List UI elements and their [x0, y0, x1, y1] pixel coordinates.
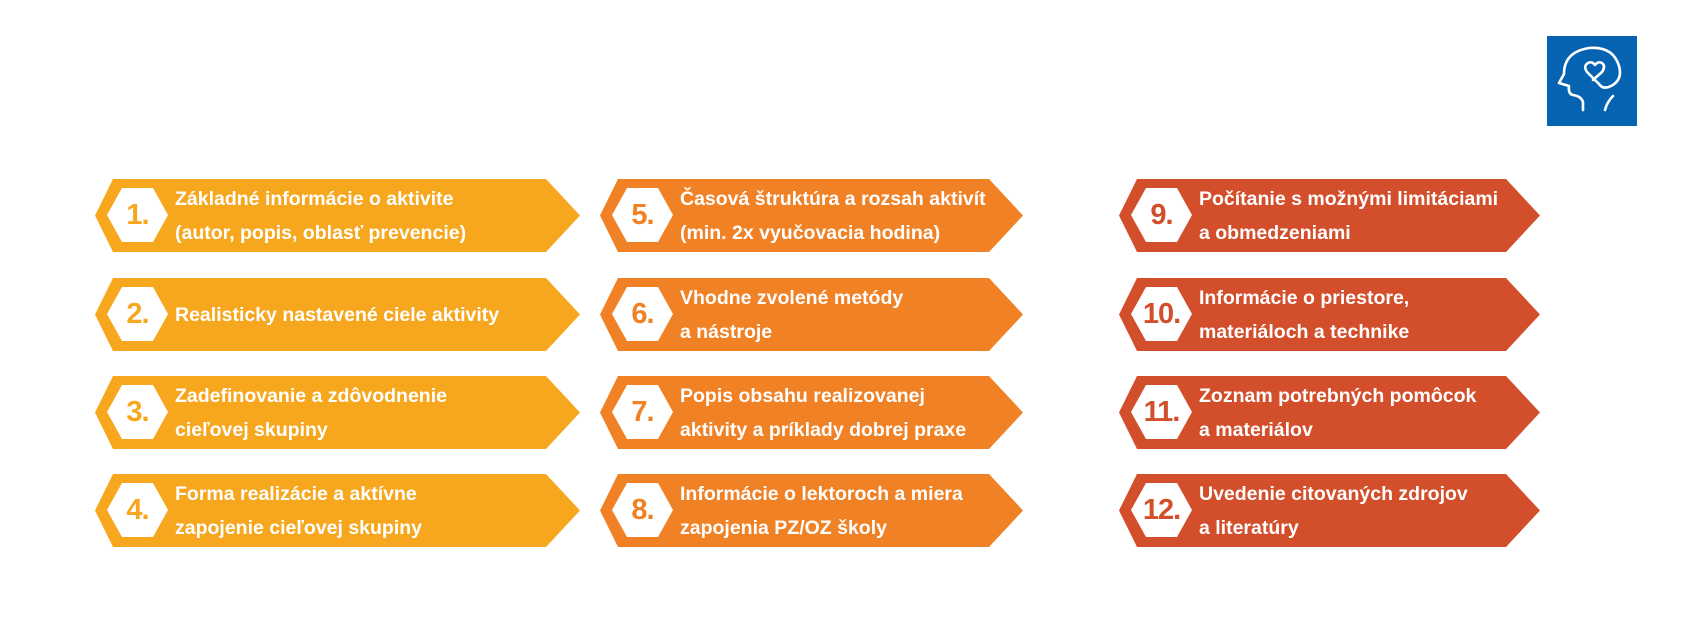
item-text-line: Zadefinovanie a zdôvodnenie	[175, 384, 447, 407]
item-text-line: a obmedzeniami	[1199, 221, 1351, 244]
arrow-banner-shape	[600, 376, 1023, 449]
hexagon-badge	[1131, 483, 1192, 537]
item-text: Uvedenie citovaných zdrojov a literatúry	[1199, 474, 1468, 547]
item-text-line: zapojenie cieľovej skupiny	[175, 516, 423, 539]
head-with-heart-icon	[1547, 36, 1637, 126]
item-number: 8.	[631, 493, 654, 526]
checklist-item: 4. Forma realizácie a aktívne zapojenie c…	[95, 474, 580, 547]
hexagon-badge	[1131, 188, 1192, 242]
item-text: Časová štruktúra a rozsah aktivít (min. 2…	[680, 179, 986, 252]
item-text-line: a nástroje	[680, 320, 773, 343]
item-text-line: Popis obsahu realizovanej	[680, 384, 925, 407]
checklist-item: 6. Vhodne zvolené metódy a nástroje	[600, 278, 1023, 351]
hexagon-badge	[107, 188, 168, 242]
checklist-item: 3. Zadefinovanie a zdôvodnenie cieľovej s…	[95, 376, 580, 449]
item-text-line: Zoznam potrebných pomôcok	[1199, 384, 1477, 407]
hexagon-badge	[612, 287, 673, 341]
item-number: 5.	[631, 198, 654, 231]
item-text-line: Forma realizácie a aktívne	[175, 482, 417, 505]
checklist-item: 10. Informácie o priestore, materiáloch a…	[1119, 278, 1540, 351]
checklist-item: 2. Realisticky nastavené ciele aktivity	[95, 278, 580, 351]
item-text-line: aktivity a príklady dobrej praxe	[680, 418, 967, 441]
item-text-line: Informácie o lektoroch a miera	[680, 482, 963, 505]
arrow-banner-shape	[1119, 474, 1540, 547]
hexagon-badge	[612, 483, 673, 537]
item-number: 9.	[1150, 198, 1173, 231]
item-text: Popis obsahu realizovanej aktivity a prík…	[680, 376, 966, 449]
item-text-line: Informácie o priestore,	[1199, 286, 1410, 309]
item-text: Zoznam potrebných pomôcok a materiálov	[1199, 376, 1476, 449]
item-text: Informácie o priestore, materiáloch a tec…	[1199, 278, 1409, 351]
item-text: Vhodne zvolené metódy a nástroje	[680, 278, 903, 351]
item-text-line: Časová štruktúra a rozsah aktivít	[680, 187, 986, 210]
item-text-line: materiáloch a technike	[1199, 320, 1410, 343]
hexagon-badge	[107, 287, 168, 341]
hexagon-badge	[612, 385, 673, 439]
item-text-line: Realisticky nastavené ciele aktivity	[175, 303, 500, 326]
item-text-line: a materiálov	[1199, 418, 1313, 441]
item-text: Zadefinovanie a zdôvodnenie cieľovej skup…	[175, 376, 447, 449]
checklist-item: 8. Informácie o lektoroch a miera zapojen…	[600, 474, 1023, 547]
item-number: 10.	[1142, 297, 1181, 330]
arrow-banner-shape	[95, 179, 580, 252]
item-text-line: Uvedenie citovaných zdrojov	[1199, 482, 1468, 505]
arrow-banner-shape	[95, 278, 580, 351]
arrow-banner-shape	[95, 474, 580, 547]
arrow-banner-shape	[1119, 278, 1540, 351]
hexagon-badge	[1131, 385, 1192, 439]
item-text-line: Počítanie s možnými limitáciami	[1199, 187, 1499, 210]
hexagon-badge	[612, 188, 673, 242]
item-number: 6.	[631, 297, 654, 330]
item-text-line: zapojenia PZ/OZ školy	[680, 516, 887, 539]
checklist-item: 11. Zoznam potrebných pomôcok a materiálo…	[1119, 376, 1540, 449]
arrow-banner-shape	[95, 376, 580, 449]
item-text: Informácie o lektoroch a miera zapojenia …	[680, 474, 963, 547]
arrow-banner-shape	[600, 474, 1023, 547]
checklist-item: 9. Počítanie s možnými limitáciami a obme…	[1119, 179, 1540, 252]
item-text: Počítanie s možnými limitáciami a obmedze…	[1199, 179, 1498, 252]
checklist-item: 1. Základné informácie o aktivite (autor,…	[95, 179, 580, 252]
checklist-item: 7. Popis obsahu realizovanej aktivity a p…	[600, 376, 1023, 449]
item-number: 7.	[631, 395, 654, 428]
hexagon-badge	[107, 385, 168, 439]
item-number: 1.	[126, 198, 149, 231]
item-number: 2.	[126, 297, 149, 330]
item-text-line: Základné informácie o aktivite	[175, 187, 454, 210]
item-number: 12.	[1142, 493, 1181, 526]
item-text-line: cieľovej skupiny	[175, 418, 328, 441]
item-number: 4.	[126, 493, 149, 526]
checklist-item: 12. Uvedenie citovaných zdrojov a literat…	[1119, 474, 1540, 547]
item-text: Základné informácie o aktivite (autor, po…	[175, 179, 466, 252]
item-number: 3.	[126, 395, 149, 428]
item-text-line: (min. 2x vyučovacia hodina)	[680, 221, 941, 244]
arrow-banner-shape	[1119, 179, 1540, 252]
item-text-line: (autor, popis, oblasť prevencie)	[175, 221, 467, 244]
item-text-line: Vhodne zvolené metódy	[680, 286, 904, 309]
checklist-item: 5. Časová štruktúra a rozsah aktivít (min…	[600, 179, 1023, 252]
item-text-line: a literatúry	[1199, 516, 1299, 539]
arrow-banner-shape	[600, 179, 1023, 252]
item-number: 11.	[1143, 395, 1181, 428]
hexagon-badge	[107, 483, 168, 537]
arrow-banner-shape	[600, 278, 1023, 351]
item-text: Forma realizácie a aktívne zapojenie cieľ…	[175, 474, 422, 547]
item-text: Realisticky nastavené ciele aktivity	[175, 278, 499, 351]
hexagon-badge	[1131, 287, 1192, 341]
arrow-banner-shape	[1119, 376, 1540, 449]
